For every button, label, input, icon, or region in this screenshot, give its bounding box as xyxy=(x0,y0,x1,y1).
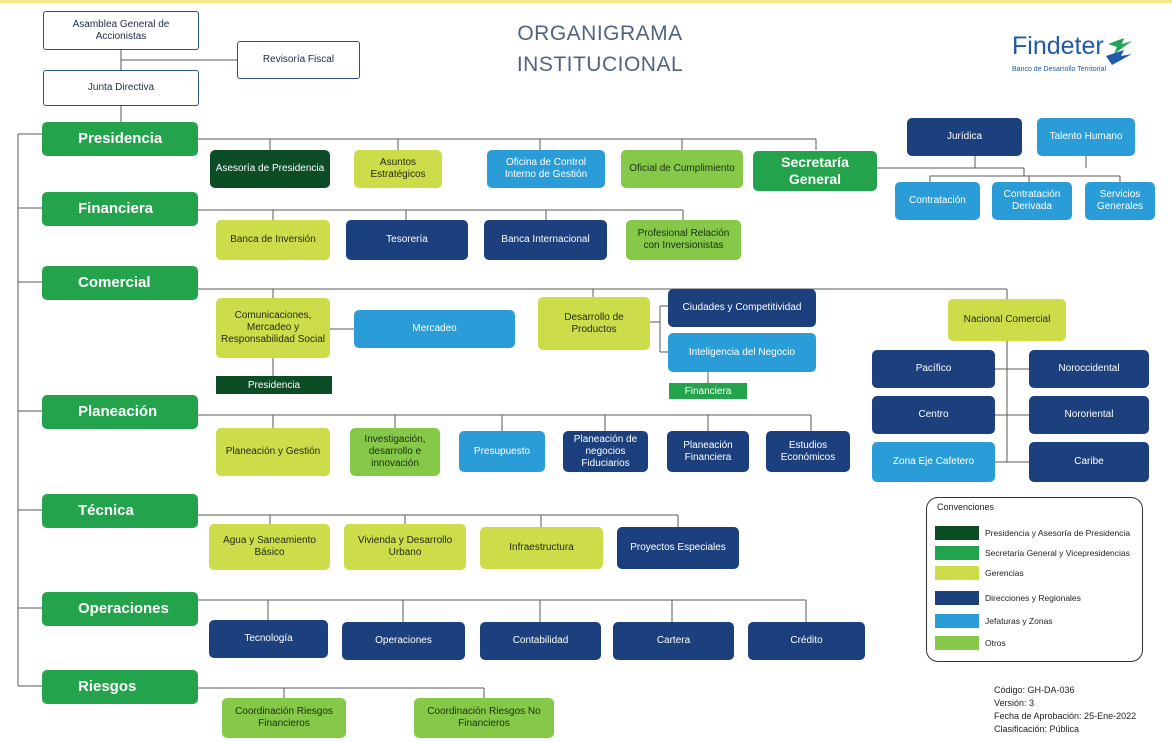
legend-swatch xyxy=(935,614,979,628)
inteligencia-negocio-box: Inteligencia del Negocio xyxy=(668,333,816,372)
mercadeo-box: Mercadeo xyxy=(354,310,515,348)
nacional-comercial-box: Nacional Comercial xyxy=(948,299,1066,341)
proyectos-especiales-box: Proyectos Especiales xyxy=(617,527,739,569)
tecnica-box: Técnica xyxy=(42,494,198,528)
planeacion-gestion-box: Planeación y Gestión xyxy=(216,428,330,476)
oficial-cumplimiento-box: Oficial de Cumplimiento xyxy=(621,150,743,188)
contratacion-derivada-box: Contratación Derivada xyxy=(992,182,1072,220)
credito-box: Crédito xyxy=(748,622,865,660)
asesoria-presidencia-box: Asesoría de Presidencia xyxy=(210,150,330,188)
riesgos-box: Riesgos xyxy=(42,670,198,704)
nororiental-box: Nororiental xyxy=(1029,396,1149,434)
revisoria-fiscal-box: Revisoría Fiscal xyxy=(237,41,360,79)
operaciones-box: Operaciones xyxy=(42,592,198,626)
legend-swatch xyxy=(935,526,979,540)
caribe-box: Caribe xyxy=(1029,442,1149,482)
riesgos-no-financieros-box: Coordinación Riesgos No Financieros xyxy=(414,698,554,738)
pacifico-box: Pacífico xyxy=(872,350,995,388)
infraestructura-box: Infraestructura xyxy=(480,527,603,569)
control-interno-box: Oficina de Control Interno de Gestión xyxy=(487,150,605,188)
presidencia-box: Presidencia xyxy=(42,122,198,156)
tesoreria-box: Tesorería xyxy=(346,220,468,260)
chart-title: ORGANIGRAMA INSTITUCIONAL xyxy=(516,22,684,76)
operaciones-unit-box: Operaciones xyxy=(342,622,465,660)
legend-swatch xyxy=(935,566,979,580)
banca-internacional-box: Banca Internacional xyxy=(484,220,607,260)
legend-item: Direcciones y Regionales xyxy=(935,591,1140,607)
agua-saneamiento-box: Agua y Saneamiento Básico xyxy=(209,524,330,570)
clasificacion-text: Clasificación: Pública xyxy=(994,724,1080,734)
juridica-box: Jurídica xyxy=(907,118,1022,156)
centro-box: Centro xyxy=(872,396,995,434)
cartera-box: Cartera xyxy=(613,622,734,660)
fecha-text: Fecha de Aprobación: 25-Ene-2022 xyxy=(994,711,1137,721)
contabilidad-box: Contabilidad xyxy=(480,622,601,660)
comunicaciones-box: Comunicaciones, Mercadeo y Responsabilid… xyxy=(216,298,330,358)
contratacion-box: Contratación xyxy=(895,182,980,220)
riesgos-financieros-box: Coordinación Riesgos Financieros xyxy=(222,698,346,738)
ciudades-competitividad-box: Ciudades y Competitividad xyxy=(668,289,816,327)
planeacion-negocios-box: Planeación de negocios Fiduciarios xyxy=(563,431,648,472)
codigo-text: Código: GH-DA-036 xyxy=(994,685,1075,695)
servicios-generales-box: Servicios Generales xyxy=(1085,182,1155,220)
financiera-tag: Financiera xyxy=(669,383,747,399)
legend-item: Gerencias xyxy=(935,566,1140,582)
relacion-inversionistas-box: Profesional Relación con Inversionistas xyxy=(626,220,741,260)
legend-swatch xyxy=(935,591,979,605)
legend-swatch xyxy=(935,546,979,560)
legend-item: Presidencia y Asesoría de Presidencia xyxy=(935,526,1140,542)
comercial-box: Comercial xyxy=(42,266,198,300)
planeacion-box: Planeación xyxy=(42,395,198,429)
lightning-bolt-icon xyxy=(1106,38,1132,65)
presidencia-tag: Presidencia xyxy=(216,376,332,394)
findeter-logo: Findeter Banco de Desarrollo Territorial xyxy=(1012,32,1132,78)
banca-inversion-box: Banca de Inversión xyxy=(216,220,330,260)
legend-title: Convenciones xyxy=(937,502,995,512)
asamblea-box: Asamblea General de Accionistas xyxy=(43,11,199,50)
legend-item: Otros xyxy=(935,636,1140,652)
junta-directiva-box: Junta Directiva xyxy=(43,70,199,106)
investigacion-box: Investigación, desarrollo e innovación xyxy=(350,428,440,476)
legend-item: Jefaturas y Zonas xyxy=(935,614,1140,630)
presupuesto-box: Presupuesto xyxy=(459,431,545,472)
legend: Convenciones Presidencia y Asesoría de P… xyxy=(926,497,1143,662)
zona-eje-cafetero-box: Zona Eje Cafetero xyxy=(872,442,995,482)
legend-swatch xyxy=(935,636,979,650)
vivienda-desarrollo-box: Vivienda y Desarrollo Urbano xyxy=(344,524,466,570)
noroccidental-box: Noroccidental xyxy=(1029,350,1149,388)
estudios-economicos-box: Estudios Económicos xyxy=(766,431,850,472)
tecnologia-box: Tecnología xyxy=(209,620,328,658)
financiera-box: Financiera xyxy=(42,192,198,226)
legend-item: Secretaría General y Vicepresidencias xyxy=(935,546,1140,562)
asuntos-estrategicos-box: Asuntos Estratégicos xyxy=(354,150,442,188)
document-metadata: Código: GH-DA-036 Versión: 3 Fecha de Ap… xyxy=(994,684,1136,736)
desarrollo-productos-box: Desarrollo de Productos xyxy=(538,297,650,350)
top-accent-line xyxy=(0,0,1172,3)
talento-humano-box: Talento Humano xyxy=(1037,118,1135,156)
planeacion-financiera-box: Planeación Financiera xyxy=(667,431,749,472)
secretaria-general-box: Secretaría General xyxy=(753,151,877,191)
version-text: Versión: 3 xyxy=(994,698,1035,708)
